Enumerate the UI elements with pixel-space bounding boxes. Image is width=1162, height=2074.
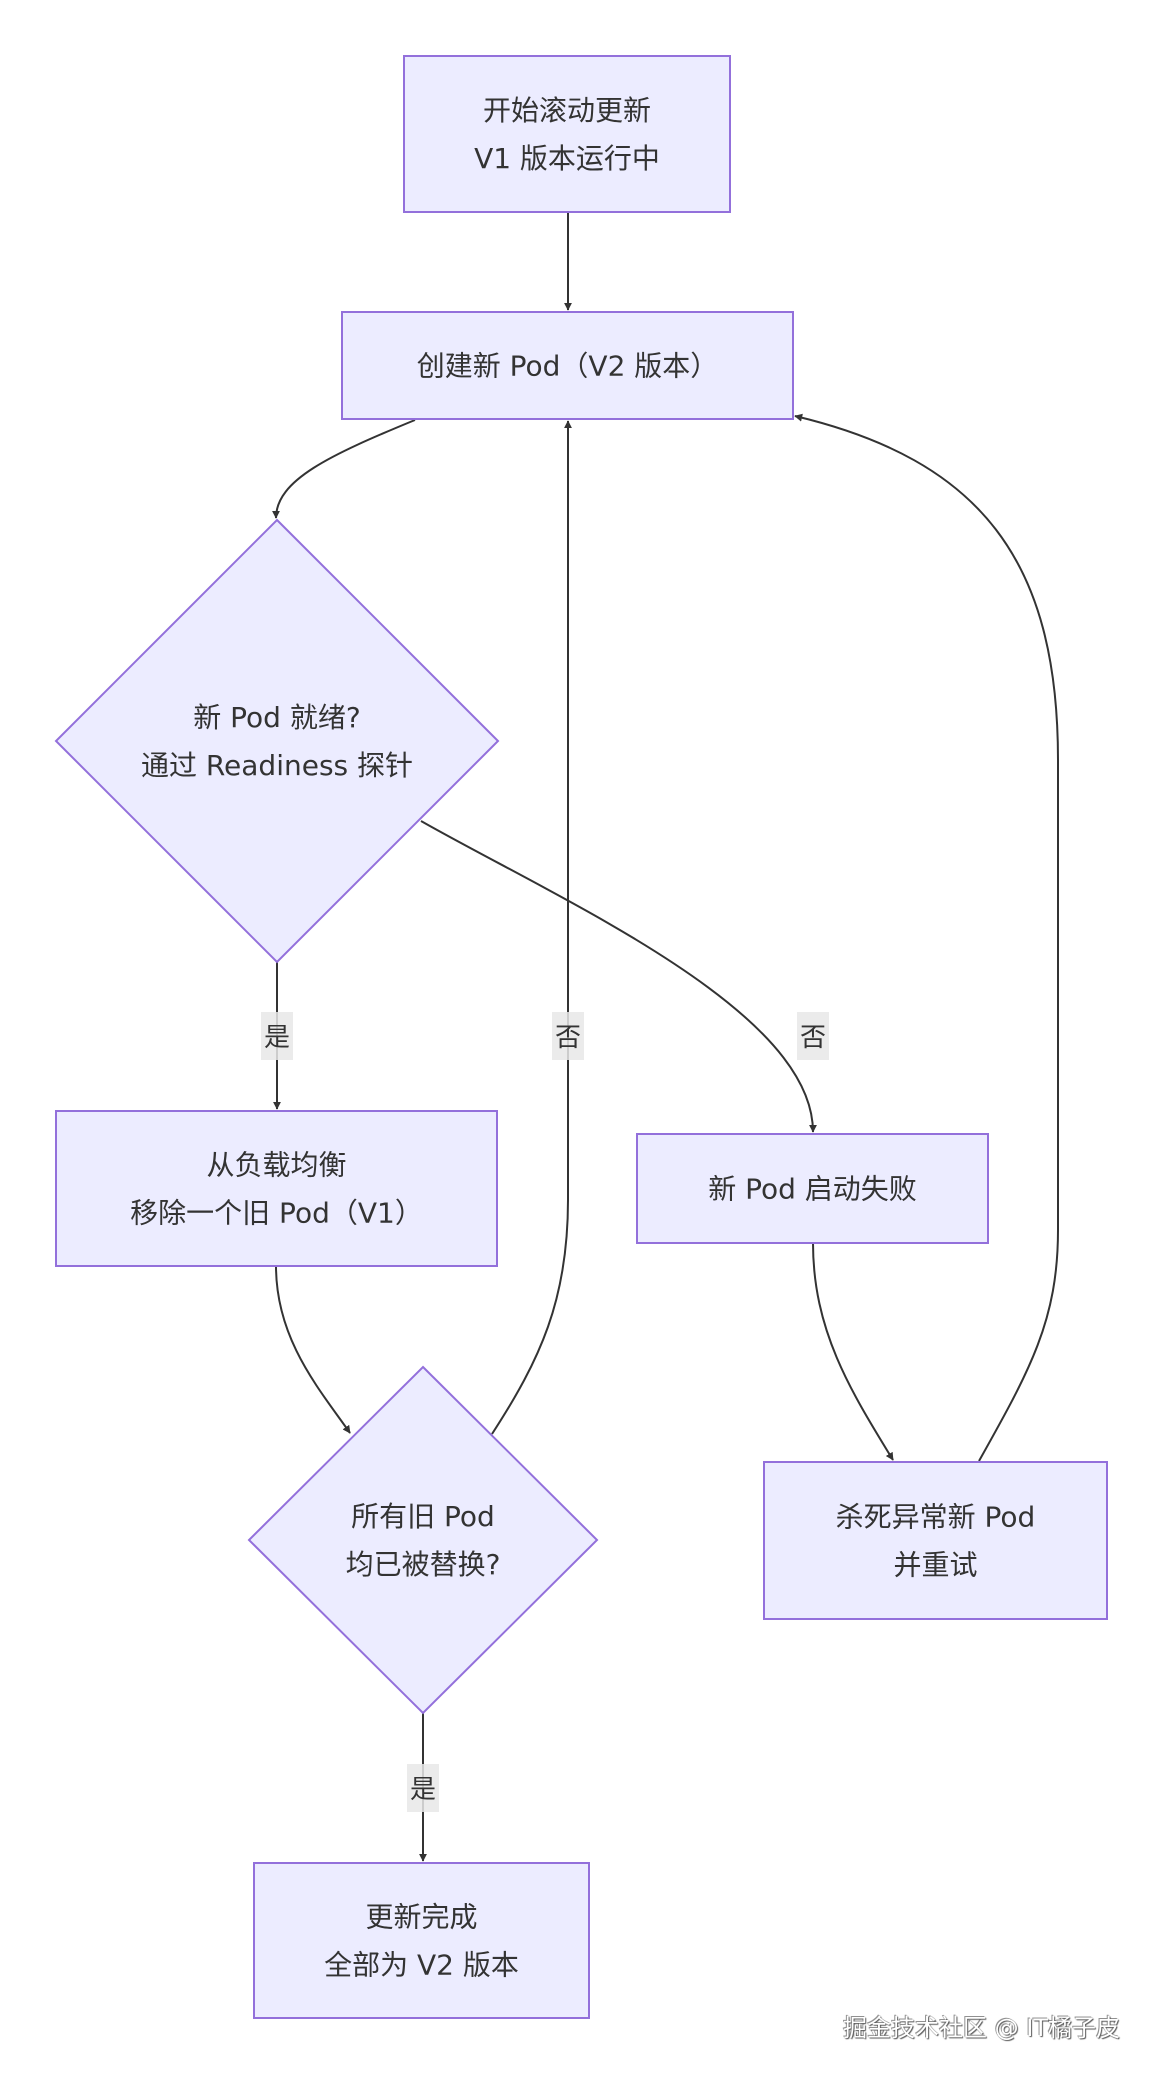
node-create: 创建新 Pod（V2 版本）: [341, 311, 794, 420]
decision-diamond: [247, 1365, 599, 1715]
node-all: 所有旧 Pod 均已被替换?: [247, 1365, 599, 1715]
node-label: 新 Pod 就绪?: [193, 701, 360, 734]
node-label: 通过 Readiness 探针: [141, 749, 413, 782]
edge-label-background: [797, 1012, 829, 1060]
edge-label-no: 否: [797, 1012, 829, 1060]
node-label: 移除一个旧 Pod（V1）: [130, 1197, 423, 1230]
edge-fail-to-kill: [812, 1242, 894, 1461]
edge-label-background: [552, 1012, 584, 1060]
edge-label-text: 否: [555, 1023, 581, 1053]
node-label: 并重试: [893, 1549, 977, 1582]
node-label: 从负载均衡: [206, 1149, 346, 1182]
edge-label-no: 否: [552, 1012, 584, 1060]
node-label: 杀死异常新 Pod: [836, 1501, 1036, 1534]
process-box: [636, 1133, 989, 1244]
process-box: [763, 1461, 1108, 1620]
node-ready: 新 Pod 就绪? 通过 Readiness 探针: [54, 518, 500, 964]
edge-label-background: [261, 1012, 293, 1060]
process-box: [253, 1862, 590, 2019]
node-label: V1 版本运行中: [474, 142, 660, 175]
node-label: 更新完成: [365, 1901, 477, 1934]
node-label: 全部为 V2 版本: [324, 1949, 519, 1982]
node-label: 均已被替换?: [346, 1548, 501, 1581]
node-start: 开始滚动更新 V1 版本运行中: [403, 55, 731, 213]
edge-create-to-ready: [272, 419, 416, 519]
node-label: 开始滚动更新: [483, 94, 651, 127]
edge-label-background: [407, 1764, 439, 1812]
process-box: [403, 55, 731, 213]
process-box: [341, 311, 794, 420]
edge-label-text: 是: [264, 1023, 290, 1053]
node-label: 创建新 Pod（V2 版本）: [417, 350, 719, 383]
edge-label-yes: 是: [261, 1012, 293, 1060]
edge-label-yes: 是: [407, 1764, 439, 1812]
node-label: 新 Pod 启动失败: [708, 1173, 917, 1206]
edge-label-text: 否: [800, 1023, 826, 1053]
edge-all-to-create: [491, 420, 572, 1435]
edge-label-text: 是: [410, 1775, 436, 1805]
node-kill: 杀死异常新 Pod 并重试: [763, 1461, 1108, 1620]
watermark: 掘金技术社区 @ IT橘子皮: [843, 2014, 1120, 2042]
process-box: [55, 1110, 498, 1267]
node-fail: 新 Pod 启动失败: [636, 1133, 989, 1244]
edge-ready-to-fail: [420, 820, 817, 1133]
edge-kill-to-create: [794, 413, 1059, 1462]
decision-diamond: [54, 518, 500, 964]
edge-remove-to-all: [275, 1265, 351, 1434]
node-label: 所有旧 Pod: [351, 1500, 495, 1533]
